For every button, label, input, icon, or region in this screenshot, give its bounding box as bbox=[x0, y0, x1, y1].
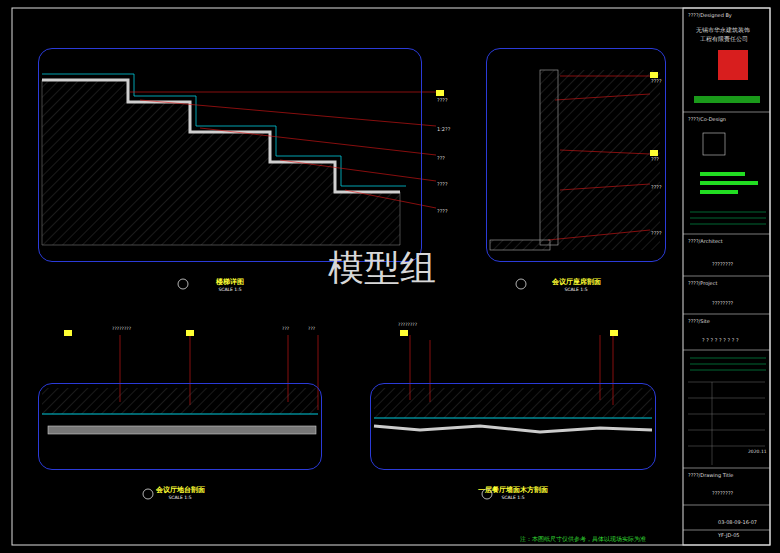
leader-note: ???? bbox=[437, 209, 448, 215]
field-value: ???????? bbox=[712, 491, 733, 497]
detail-title: 一层餐厅墙面木方剖面 bbox=[478, 485, 548, 495]
company-name: 无锡市华永建筑装饰 bbox=[696, 27, 750, 34]
field-heading: ????/Site bbox=[688, 319, 710, 325]
leader-note: ???????? bbox=[112, 327, 131, 332]
scale-note: SCALE 1:5 bbox=[564, 287, 587, 292]
leader-note: ??? bbox=[437, 156, 445, 162]
leader-note: ???? bbox=[651, 185, 662, 191]
detail-title: 会议厅地台剖面 bbox=[156, 485, 205, 495]
company-name: 工程有限责任公司 bbox=[700, 36, 748, 43]
field-heading: ????/Drawing Title bbox=[688, 473, 733, 479]
field-value: ???????? bbox=[712, 262, 733, 268]
scale-note: SCALE 1:5 bbox=[218, 287, 241, 292]
field-heading: ????/Project bbox=[688, 281, 717, 287]
scale-note: SCALE 1:5 bbox=[501, 495, 524, 500]
general-note: 注：本图纸尺寸仅供参考，具体以现场实际为准 bbox=[520, 536, 646, 542]
detail-panel: 楼梯详图SCALE 1:5 bbox=[38, 48, 422, 262]
detail-panel: 一层餐厅墙面木方剖面SCALE 1:5 bbox=[370, 383, 656, 470]
field-heading: ????/Co-Design bbox=[688, 117, 726, 123]
watermark: 模型组 bbox=[328, 248, 436, 288]
detail-title: 楼梯详图 bbox=[216, 277, 244, 287]
field-value: ? ? ? ? ? ? ? ? ? bbox=[702, 338, 739, 344]
field-heading: ????/Architect bbox=[688, 239, 723, 245]
leader-note: ???????? bbox=[398, 323, 417, 328]
drawing-number: 03-08-09-16-07 bbox=[718, 520, 757, 526]
leader-note: ??? bbox=[651, 157, 659, 163]
leader-note: ???? bbox=[437, 182, 448, 188]
leader-note: ???? bbox=[437, 98, 448, 104]
leader-note: ??? bbox=[308, 327, 315, 332]
detail-panel: 会议厅地台剖面SCALE 1:5 bbox=[38, 383, 322, 470]
detail-panel: 会议厅座席剖面SCALE 1:5 bbox=[486, 48, 666, 262]
scale-note: SCALE 1:5 bbox=[168, 495, 191, 500]
leader-note: ??? bbox=[282, 327, 289, 332]
sheet-number: YF-JD-05 bbox=[718, 533, 740, 539]
leader-note: ???? bbox=[651, 79, 662, 85]
date-value: 2020.11 bbox=[748, 450, 767, 455]
leader-note: ???? bbox=[651, 231, 662, 237]
field-heading: ????/Designed By bbox=[688, 13, 732, 19]
leader-note: 1:2?? bbox=[437, 127, 450, 133]
field-value: ???????? bbox=[712, 301, 733, 307]
detail-title: 会议厅座席剖面 bbox=[552, 277, 601, 287]
